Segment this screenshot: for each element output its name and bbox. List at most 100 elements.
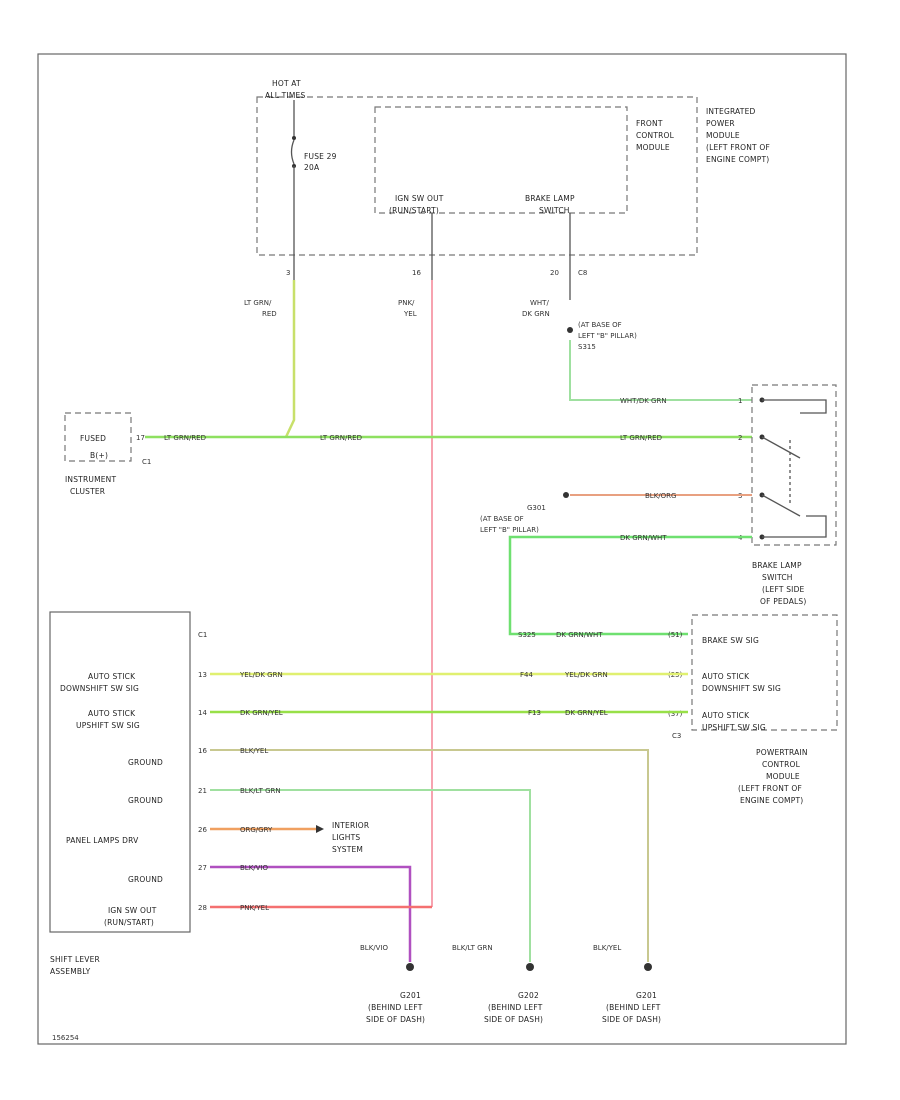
ipm-all-times: ALL TIMES (265, 91, 305, 100)
pcm-dn-2: DOWNSHIFT SW SIG (702, 684, 781, 693)
fcm-brake-lamp-1: BRAKE LAMP (525, 194, 575, 203)
cluster-box (64, 412, 132, 462)
pcm-pin-51: (51) (668, 631, 683, 639)
shifter-row-6-a: GROUND (128, 875, 163, 884)
gnd1-wire-label: BLK/VIO (360, 944, 389, 952)
wire-org-gry-label: ORG/GRY (240, 826, 273, 834)
interior-label-c: SYSTEM (332, 845, 363, 854)
wire-lt-grn-red-label-1: LT GRN/RED (164, 434, 206, 442)
wire-blk-lt-grn-label: BLK/LT GRN (240, 787, 281, 795)
brake-switch-pin-1: 1 (738, 397, 742, 405)
brake-switch-name-2: SWITCH (762, 573, 793, 582)
pcm-name-1: POWERTRAIN (756, 748, 808, 757)
shifter-row-2-a: AUTO STICK (88, 709, 136, 718)
shifter-row-1-b: DOWNSHIFT SW SIG (60, 684, 139, 693)
ground-g202 (526, 963, 534, 971)
pcm-name-4: (LEFT FRONT OF (738, 784, 802, 793)
brake-switch-box (751, 384, 837, 546)
ground-1-id: G201 (400, 991, 421, 1000)
fcm-brake-lamp-2: SWITCH (539, 206, 570, 215)
ipm-box (256, 96, 698, 256)
gnd3-wire-label: BLK/YEL (593, 944, 621, 952)
brake-switch-contact-2 (762, 515, 827, 538)
interior-label-b: LIGHTS (332, 833, 360, 842)
ipm-hot-at: HOT AT (272, 79, 301, 88)
pcm-name-3: MODULE (766, 772, 800, 781)
shifter-pin-21: 21 (198, 787, 207, 795)
fuse-amp: 20A (304, 163, 320, 172)
wire3-label-b: DK GRN (522, 310, 550, 318)
s325-label: S325 (518, 631, 536, 639)
shifter-row-4-a: GROUND (128, 796, 163, 805)
fcm-ign-out-2: (RUN/START) (389, 206, 439, 215)
brake-switch-name-3: (LEFT SIDE (762, 585, 805, 594)
shifter-pin-14: 14 (198, 709, 207, 717)
wire-pnk-yel-label: PNK/YEL (240, 904, 269, 912)
shifter-row-3-a: GROUND (128, 758, 163, 767)
shifter-pin-28: 28 (198, 904, 207, 912)
wire-blk-org-label: BLK/ORG (645, 492, 676, 500)
ground-3-id: G201 (636, 991, 657, 1000)
wire-lt-grn-red-label-2: LT GRN/RED (320, 434, 362, 442)
arrow-icon (316, 825, 324, 833)
pcm-brake-sw: BRAKE SW SIG (702, 636, 759, 645)
wire3-label-a: WHT/ (530, 299, 549, 307)
ipm-pin-20: 20 (550, 269, 559, 277)
pcm-up-2: UPSHIFT SW SIG (702, 723, 766, 732)
wire1-label-b: RED (262, 310, 277, 318)
ipm-pin-16: 16 (412, 269, 421, 277)
ground-2-b: SIDE OF DASH) (484, 1015, 543, 1024)
wire-blk-yel (210, 749, 649, 962)
splice-label-c: S315 (578, 343, 596, 351)
splice-label-a: (AT BASE OF (578, 321, 622, 329)
fcm-ign-out-1: IGN SW OUT (395, 194, 444, 203)
pcm-dn-1: AUTO STICK (702, 672, 750, 681)
wire1-label-a: LT GRN/ (244, 299, 272, 307)
brake-switch-name-1: BRAKE LAMP (752, 561, 802, 570)
cluster-name-2: CLUSTER (70, 487, 105, 496)
brake-switch-blade-2 (761, 494, 801, 517)
wire-wht-dk-grn (569, 340, 752, 401)
ipm-conn-c8: C8 (578, 269, 587, 277)
shifter-box (49, 611, 191, 933)
fuse-label: FUSE 29 (304, 152, 337, 161)
footer-code: 156254 (52, 1034, 79, 1042)
shifter-row-7-a: IGN SW OUT (108, 906, 157, 915)
wire-dk-grn-wht-label: DK GRN/WHT (620, 534, 667, 542)
ipm-name-5: ENGINE COMPT) (706, 155, 769, 164)
brake-switch-blade-1 (761, 436, 801, 459)
shifter-pin-16: 16 (198, 747, 207, 755)
gnd2-wire-label: BLK/LT GRN (452, 944, 493, 952)
ipm-pin-3: 3 (286, 269, 290, 277)
g301-label-b: (AT BASE OF (480, 515, 524, 523)
ground-g301 (563, 492, 569, 498)
wire-yel-dk-grn-label: YEL/DK GRN (239, 671, 283, 679)
brake-switch-name-4: OF PEDALS) (760, 597, 807, 606)
ground-1-b: SIDE OF DASH) (366, 1015, 425, 1024)
wire2-label-b: YEL (403, 310, 417, 318)
wire-dk-grn-yel-pin: F13 (528, 709, 541, 717)
cluster-b-plus: B(+) (90, 451, 108, 460)
ground-g201-a (406, 963, 414, 971)
shifter-name-2: ASSEMBLY (50, 967, 91, 976)
pcm-name-5: ENGINE COMPT) (740, 796, 803, 805)
ipm-name-3: MODULE (706, 131, 740, 140)
shifter-pin-13: 13 (198, 671, 207, 679)
brake-switch-contact-1 (762, 399, 827, 414)
wire-wht-dk-grn-label: WHT/DK GRN (620, 397, 667, 405)
ground-3-b: SIDE OF DASH) (602, 1015, 661, 1024)
fcm-box (374, 106, 628, 214)
pcm-pin-37: (37) (668, 710, 683, 718)
wire-yel-dk-grn-label-2: YEL/DK GRN (564, 671, 608, 679)
cluster-name-1: INSTRUMENT (65, 475, 116, 484)
cluster-fused: FUSED (80, 434, 106, 443)
wire-lt-grn-red-vertical (284, 280, 296, 438)
shifter-row-2-b: UPSHIFT SW SIG (76, 721, 140, 730)
splice-label-b: LEFT "B" PILLAR) (578, 332, 637, 340)
fuse-29-symbol (290, 139, 295, 165)
wire-yel-dk-grn-pin: F44 (520, 671, 533, 679)
shifter-name-1: SHIFT LEVER (50, 955, 100, 964)
ground-g201-b (644, 963, 652, 971)
wire-dk-grn-yel-label-2: DK GRN/YEL (565, 709, 608, 717)
